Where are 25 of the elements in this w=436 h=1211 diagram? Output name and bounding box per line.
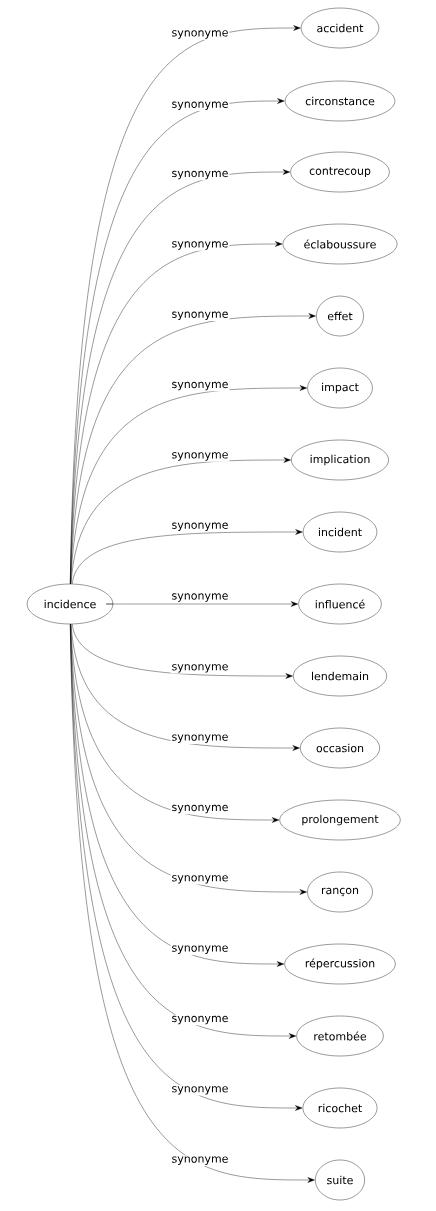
arrow — [72, 623, 293, 679]
arrow — [70, 624, 315, 1183]
edge-label: synonyme — [170, 592, 230, 603]
edge-label: synonyme — [170, 29, 230, 40]
edge-label: synonyme — [170, 1014, 230, 1026]
edge-label: synonyme — [170, 240, 230, 251]
edge-label: synonyme — [170, 733, 230, 744]
edge-label: synonyme — [170, 521, 230, 532]
edge-label: synonyme — [170, 1085, 230, 1096]
edge-label: synonyme — [170, 803, 230, 815]
edge-label: synonyme — [170, 100, 230, 111]
edge-label: synonyme — [170, 169, 230, 181]
arrow — [70, 385, 307, 584]
edge-label: synonyme — [170, 380, 230, 392]
edge-label: synonyme — [170, 451, 230, 462]
arrow — [70, 624, 280, 823]
edge-label: synonyme — [170, 944, 230, 955]
edge-label: synonyme — [170, 1155, 230, 1166]
edge-label: synonyme — [170, 310, 230, 321]
arrow — [72, 529, 303, 585]
arrow — [106, 601, 299, 607]
edge-label: synonyme — [170, 663, 230, 674]
arrow — [70, 624, 300, 751]
edge-label: synonyme — [170, 874, 230, 885]
arrow — [70, 457, 291, 585]
